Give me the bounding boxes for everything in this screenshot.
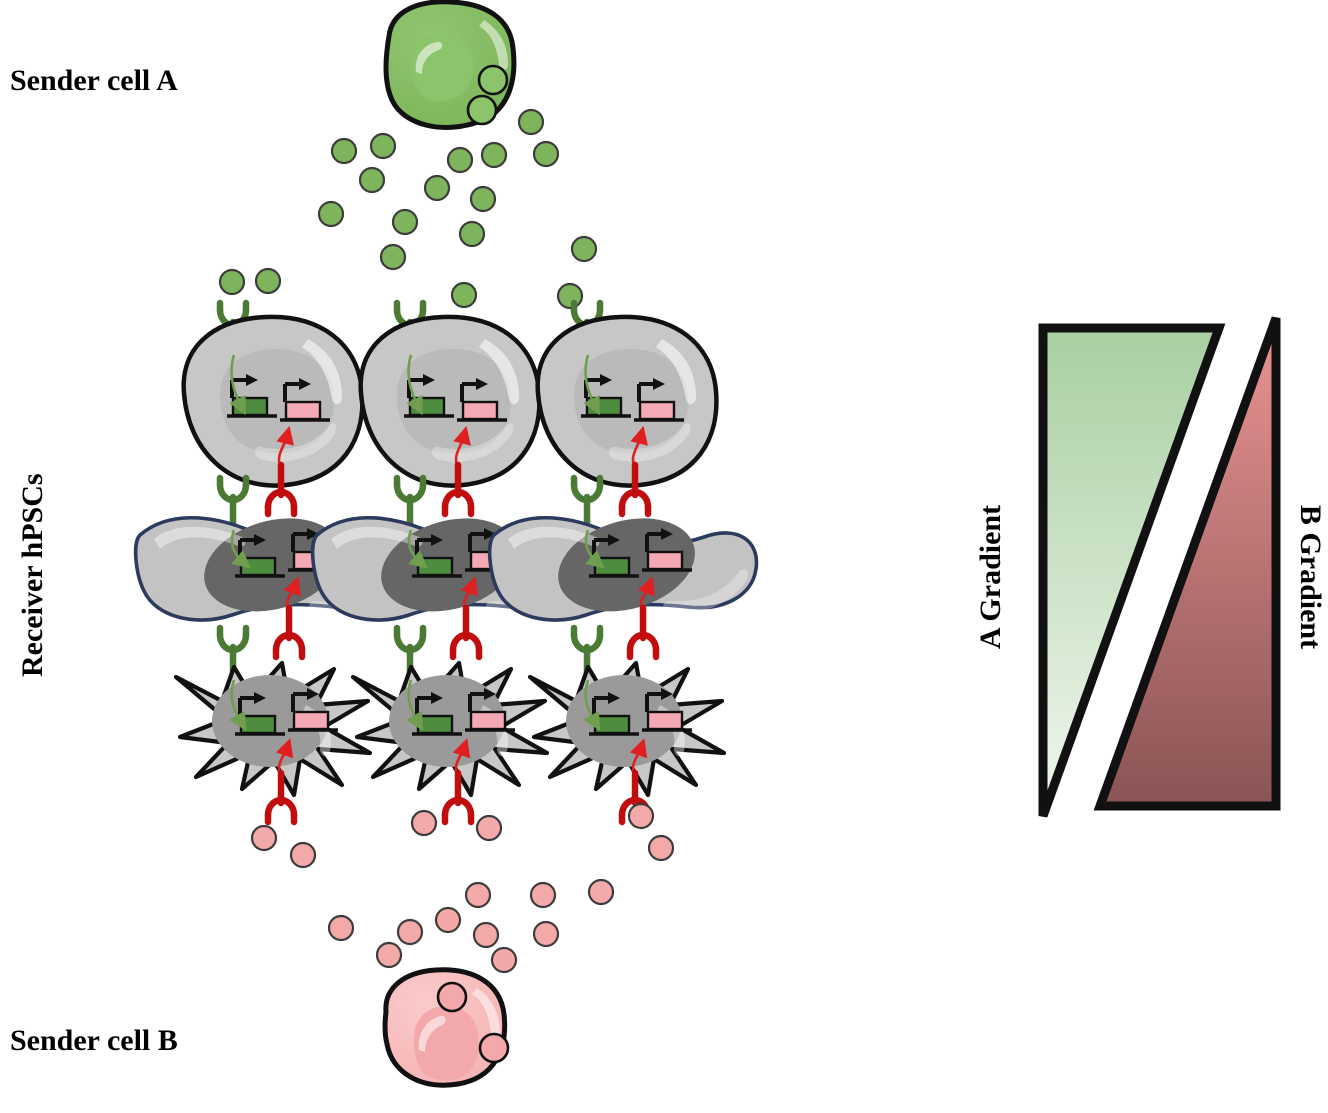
particle-field-a xyxy=(218,108,598,310)
vesicle xyxy=(478,1032,510,1064)
receiver-cell-row3-col2 xyxy=(353,628,547,822)
sender-cell-b xyxy=(382,967,510,1088)
gradient-b-triangle xyxy=(1093,316,1281,811)
receiver-cell-row1-col3 xyxy=(538,303,717,514)
receiver-cell-row1-col1 xyxy=(184,303,363,514)
receiver-cell-row2-col1 xyxy=(133,478,405,657)
sender-cell-a xyxy=(383,0,517,130)
receiver-cell-row3-col1 xyxy=(176,628,370,822)
receiver-hpscs-label: Receiver hPSCs xyxy=(16,473,49,677)
gradient-b-label: B Gradient xyxy=(1294,504,1327,650)
receiver-cell-row2-col2 xyxy=(310,478,582,657)
sender-cell-b-label: Sender cell B xyxy=(10,1024,178,1057)
vesicle xyxy=(466,94,498,126)
gradient-a-label: A Gradient xyxy=(974,504,1007,650)
particle-field-b xyxy=(250,802,675,974)
receiver-cell-row3-col3 xyxy=(530,628,724,822)
vesicle xyxy=(477,64,509,96)
receiver-cell-row1-col2 xyxy=(361,303,540,514)
receiver-cell-row2-col3 xyxy=(487,478,759,657)
vesicle xyxy=(436,981,468,1013)
sender-cell-a-label: Sender cell A xyxy=(10,64,178,97)
gradient-a-triangle xyxy=(1038,323,1226,818)
